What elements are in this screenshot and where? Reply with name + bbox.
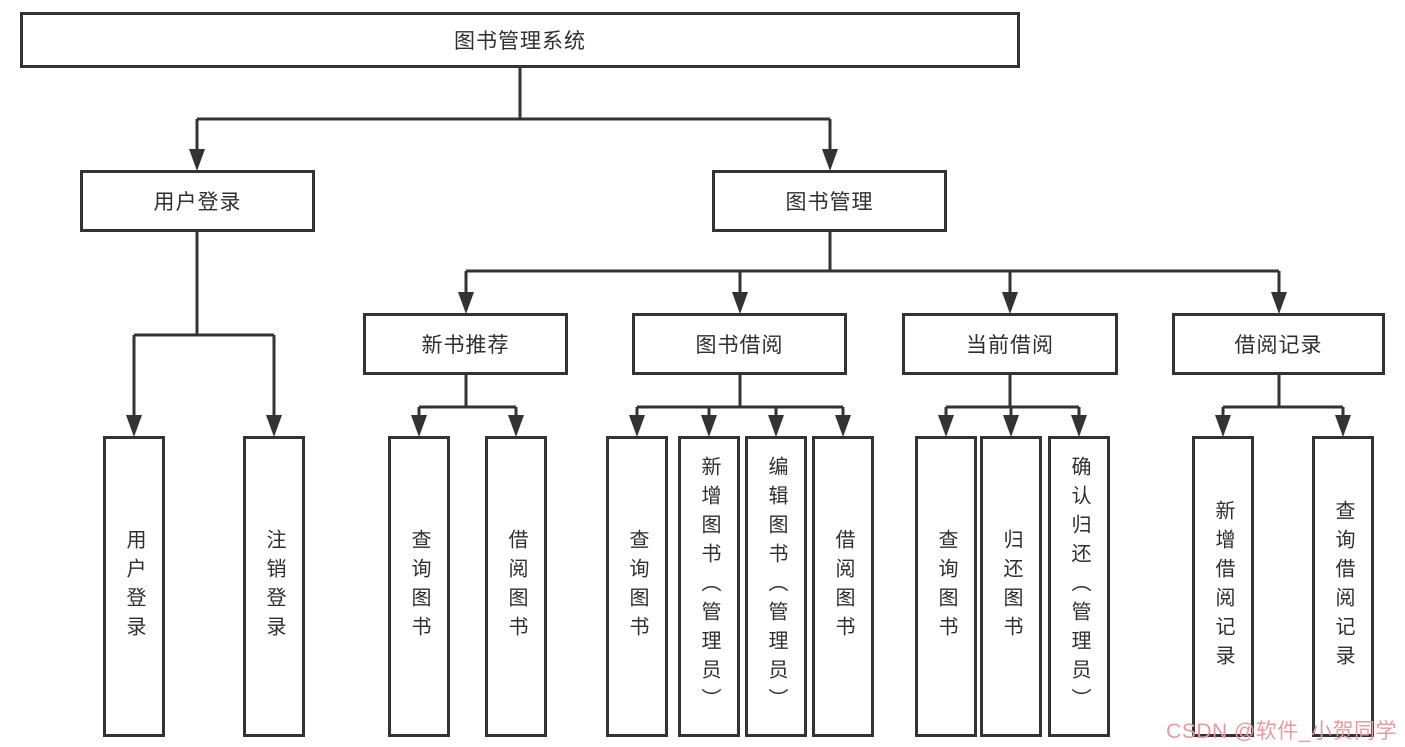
leaf-confirm-return-admin: 确认归还（管理员）: [1048, 436, 1110, 737]
node-book-management-branch-label: 图书管理: [785, 191, 874, 214]
leaf-borrow-books-1-label: 借阅图书: [505, 528, 527, 645]
leaf-logout: 注销登录: [243, 436, 305, 737]
node-new-book-recommend: 新书推荐: [363, 313, 568, 375]
leaf-borrow-books-2-label: 借阅图书: [832, 528, 854, 645]
leaf-query-books-3: 查询图书: [915, 436, 977, 737]
leaf-add-books-admin-label: 新增图书（管理员）: [698, 456, 720, 717]
leaf-return-books: 归还图书: [980, 436, 1042, 737]
node-root: 图书管理系统: [20, 12, 1020, 68]
leaf-edit-books-admin-label: 编辑图书（管理员）: [765, 456, 787, 717]
leaf-borrow-books-2: 借阅图书: [812, 436, 874, 737]
leaf-query-books-3-label: 查询图书: [935, 528, 957, 645]
node-borrowing-records-label: 借阅记录: [1234, 334, 1323, 357]
leaf-query-borrow-record-label: 查询借阅记录: [1332, 499, 1354, 674]
leaf-query-books-1-label: 查询图书: [408, 528, 430, 645]
leaf-add-borrow-record: 新增借阅记录: [1192, 436, 1254, 737]
leaf-user-login-label: 用户登录: [123, 528, 145, 645]
leaf-logout-label: 注销登录: [263, 528, 285, 645]
node-book-borrowing-label: 图书借阅: [695, 334, 784, 357]
leaf-add-books-admin: 新增图书（管理员）: [678, 436, 740, 737]
node-root-label: 图书管理系统: [454, 30, 586, 53]
node-book-management-branch: 图书管理: [712, 170, 947, 232]
node-new-book-recommend-label: 新书推荐: [421, 334, 510, 357]
leaf-query-books-2-label: 查询图书: [626, 528, 648, 645]
leaf-borrow-books-1: 借阅图书: [485, 436, 547, 737]
leaf-query-books-1: 查询图书: [388, 436, 450, 737]
csdn-watermark: CSDN @软件_小贺同学: [1166, 720, 1397, 743]
node-borrowing-records: 借阅记录: [1172, 313, 1385, 375]
leaf-query-books-2: 查询图书: [606, 436, 668, 737]
arrowhead-icons: [126, 149, 1351, 437]
node-book-borrowing: 图书借阅: [632, 313, 847, 375]
leaf-user-login: 用户登录: [103, 436, 165, 737]
node-current-borrowing-label: 当前借阅: [966, 334, 1054, 357]
node-user-login-branch: 用户登录: [80, 170, 315, 232]
node-user-login-branch-label: 用户登录: [153, 191, 242, 214]
leaf-confirm-return-admin-label: 确认归还（管理员）: [1068, 456, 1090, 717]
leaf-query-borrow-record: 查询借阅记录: [1312, 436, 1374, 737]
leaf-return-books-label: 归还图书: [1000, 528, 1022, 645]
leaf-add-borrow-record-label: 新增借阅记录: [1212, 499, 1234, 674]
node-current-borrowing: 当前借阅: [902, 313, 1118, 375]
leaf-edit-books-admin: 编辑图书（管理员）: [745, 436, 807, 737]
